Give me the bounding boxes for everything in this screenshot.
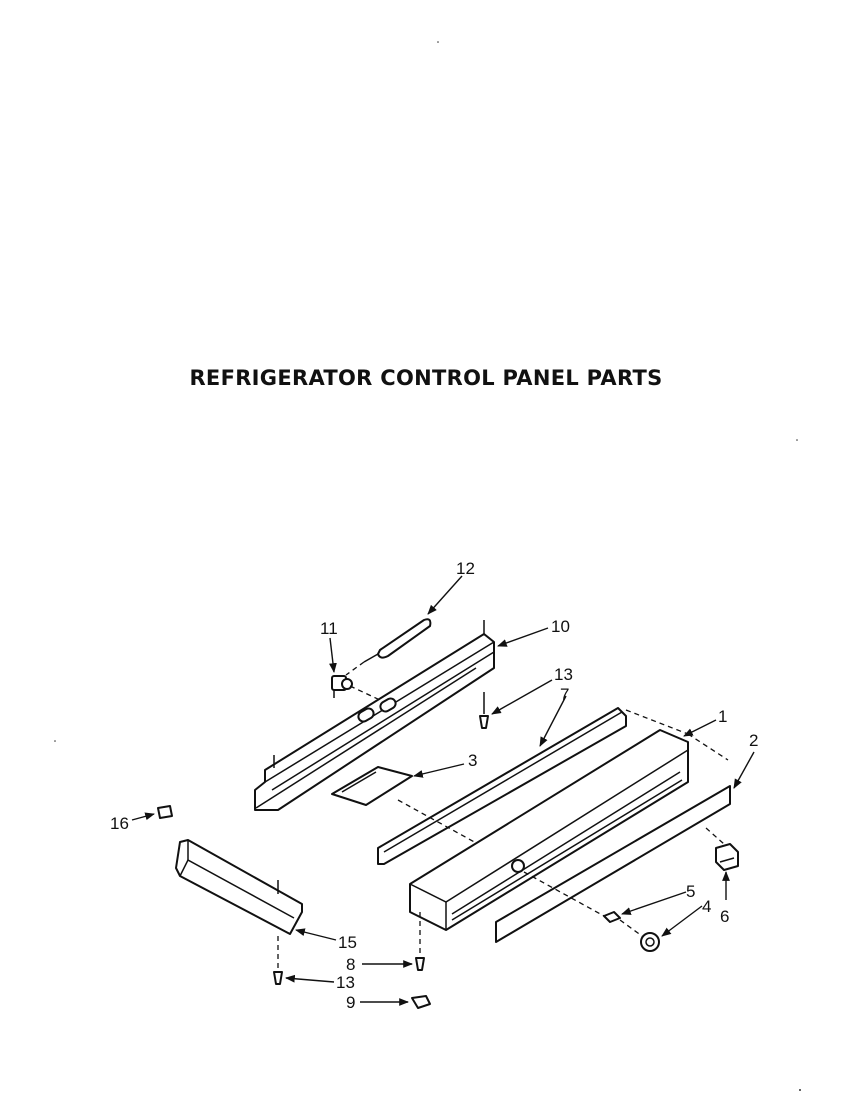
guide-line [687, 733, 729, 761]
callout-4: 4 [702, 897, 711, 916]
scan-speck [437, 41, 439, 43]
guide-line [345, 661, 365, 676]
guide-line [619, 919, 643, 937]
callout-3: 3 [468, 751, 477, 770]
part-1-control-housing [409, 729, 689, 931]
guide-line [705, 827, 725, 845]
callout-10: 10 [551, 617, 570, 636]
part-3-plate [331, 766, 413, 806]
diagram-title: REFRIGERATOR CONTROL PANEL PARTS [189, 366, 663, 390]
part-13-screw-lower [273, 971, 283, 985]
part-5-shaft [603, 911, 621, 923]
scan-speck [799, 1089, 801, 1091]
part-10-control-bracket [254, 620, 495, 811]
scan-speck [796, 439, 798, 441]
guide-line [349, 685, 381, 701]
callout-2: 2 [749, 731, 758, 750]
leader-5 [621, 891, 687, 915]
callout-5: 5 [686, 882, 695, 901]
callout-7: 7 [560, 685, 569, 704]
guide-line [625, 709, 689, 735]
leader-10 [497, 627, 549, 647]
leader-1 [683, 719, 717, 737]
part-6-switch [715, 843, 739, 871]
callout-8: 8 [346, 955, 355, 974]
callout-9: 9 [346, 993, 355, 1012]
part-7-insulation-strip [377, 707, 627, 865]
part-8-screw [415, 957, 425, 971]
part-12-sensor-bulb [363, 618, 432, 663]
part-16-clip [157, 805, 173, 819]
callout-1: 1 [718, 707, 727, 726]
callout-15: 15 [338, 933, 357, 952]
part-15-bottom-bracket [175, 839, 303, 935]
leader-12 [427, 575, 463, 615]
part-11-thermostat [331, 675, 353, 698]
leader-7 [539, 695, 567, 747]
callout-12: 12 [456, 559, 475, 578]
part-13-screw-upper [479, 692, 489, 729]
leader-13-upper [491, 679, 553, 715]
leader-11 [329, 637, 337, 673]
part-9-nut [411, 995, 431, 1009]
leader-13-lower [285, 974, 335, 983]
callout-11: 11 [320, 619, 338, 638]
callout-13-lower: 13 [336, 973, 355, 992]
callout-6: 6 [720, 907, 729, 926]
guide-line [397, 799, 479, 845]
part-2-trim [495, 785, 731, 943]
callout-16: 16 [110, 814, 129, 833]
leader-15 [295, 928, 337, 941]
leader-4 [661, 905, 703, 937]
guide-line [523, 871, 605, 917]
scan-speck [54, 740, 56, 742]
leader-3 [413, 763, 465, 778]
leader-2 [733, 751, 755, 789]
part-4-knob [640, 932, 660, 952]
callout-13-upper: 13 [554, 665, 573, 684]
leader-16 [131, 812, 155, 821]
